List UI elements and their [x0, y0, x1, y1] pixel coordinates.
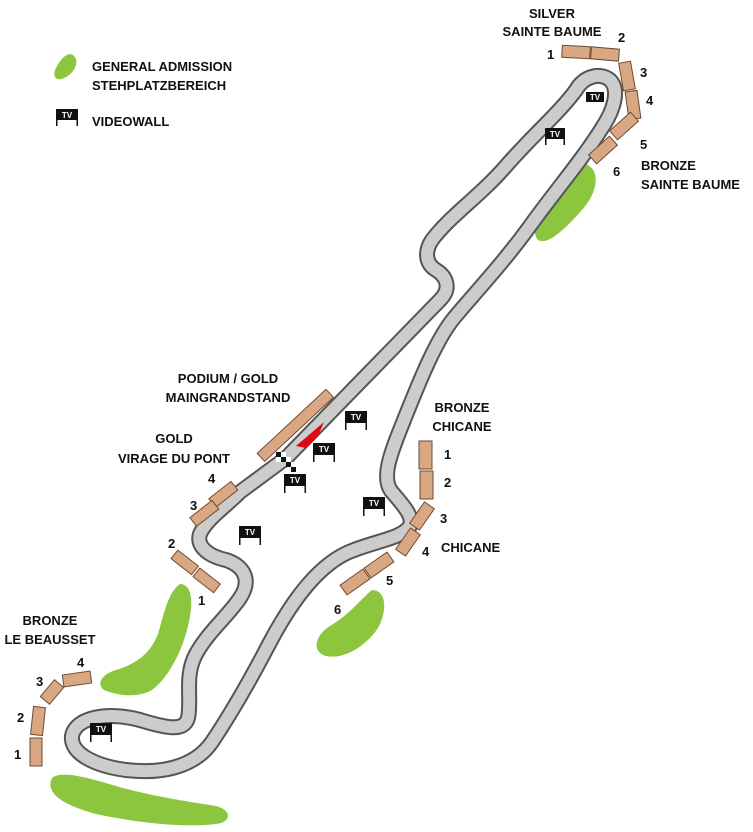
- num-bronze-sb-5: 5: [640, 137, 647, 152]
- legend-ga-label-1: GENERAL ADMISSION: [92, 59, 232, 74]
- direction-arrow-icon: [296, 422, 324, 448]
- grandstands: [29, 44, 642, 767]
- label-gold-virage-2: VIRAGE DU PONT: [118, 451, 230, 466]
- num-chicane-5: 5: [386, 573, 393, 588]
- grandstand-chicane-6[interactable]: [339, 568, 371, 596]
- ga-area-chicane[interactable]: [316, 590, 385, 657]
- num-chicane-6: 6: [334, 602, 341, 617]
- label-silver-1: SILVER: [529, 6, 576, 21]
- num-chicane-4: 4: [422, 544, 430, 559]
- num-beausset-1: 1: [14, 747, 21, 762]
- tv-icon[interactable]: TV: [363, 497, 385, 516]
- num-bronze-chicane-2: 2: [444, 475, 451, 490]
- label-beausset-2: LE BEAUSSET: [4, 632, 95, 647]
- grandstand-bronze-sb-5[interactable]: [608, 111, 640, 141]
- svg-text:TV: TV: [62, 111, 73, 120]
- ga-area-sainte-baume[interactable]: [534, 163, 596, 242]
- grandstand-chicane-4[interactable]: [394, 527, 422, 557]
- tv-icon[interactable]: TV: [586, 92, 604, 102]
- num-bronze-chicane-1: 1: [444, 447, 451, 462]
- area-labels: SILVER SAINTE BAUME BRONZE SAINTE BAUME …: [4, 6, 740, 647]
- ga-area-le-beausset[interactable]: [50, 774, 229, 826]
- grandstand-bronze-chicane-1[interactable]: [418, 440, 433, 470]
- grandstand-bronze-sb-6[interactable]: [587, 135, 619, 165]
- num-chicane-3: 3: [440, 511, 447, 526]
- grandstand-beausset-1[interactable]: [29, 737, 43, 767]
- svg-text:TV: TV: [319, 445, 330, 454]
- tv-icon[interactable]: TV: [90, 723, 112, 742]
- grandstand-beausset-3[interactable]: [39, 679, 65, 705]
- label-podium-gold-2: MAINGRANDSTAND: [166, 390, 291, 405]
- grandstand-chicane-3[interactable]: [408, 501, 436, 531]
- svg-text:TV: TV: [290, 476, 301, 485]
- tv-icon[interactable]: TV: [239, 526, 261, 545]
- ga-area-virage-du-pont[interactable]: [100, 584, 192, 696]
- num-gold-virage-4: 4: [208, 471, 216, 486]
- num-beausset-3: 3: [36, 674, 43, 689]
- tv-icon[interactable]: TV: [313, 443, 335, 462]
- num-gold-virage-3: 3: [190, 498, 197, 513]
- num-bronze-sb-3: 3: [640, 65, 647, 80]
- legend-general-admission-icon: [54, 54, 77, 80]
- num-gold-virage-2: 2: [168, 536, 175, 551]
- grandstand-podium-gold[interactable]: [256, 388, 335, 463]
- start-finish-line: [276, 452, 296, 472]
- tv-icon[interactable]: TV: [345, 411, 367, 430]
- label-bronze-chicane-1: BRONZE: [435, 400, 490, 415]
- grandstand-beausset-4[interactable]: [61, 670, 93, 688]
- videowalls: TV TV TV TV TV TV TV TV: [90, 92, 604, 742]
- num-bronze-sb-4: 4: [646, 93, 654, 108]
- num-beausset-4: 4: [77, 655, 85, 670]
- num-gold-virage-1: 1: [198, 593, 205, 608]
- grandstand-silver-1[interactable]: [561, 44, 591, 60]
- grandstand-gold-virage-2[interactable]: [170, 549, 200, 576]
- label-silver-2: SAINTE BAUME: [503, 24, 602, 39]
- race-track: [64, 67, 624, 780]
- legend-videowall-label: VIDEOWALL: [92, 114, 169, 129]
- legend: GENERAL ADMISSION STEHPLATZBEREICH TV VI…: [54, 54, 232, 129]
- num-beausset-2: 2: [17, 710, 24, 725]
- grandstand-silver-2[interactable]: [589, 46, 621, 62]
- svg-text:TV: TV: [351, 413, 362, 422]
- grandstand-gold-virage-3[interactable]: [189, 499, 220, 528]
- grandstand-beausset-2[interactable]: [30, 705, 46, 737]
- svg-text:TV: TV: [369, 499, 380, 508]
- legend-videowall-icon: TV: [56, 109, 78, 126]
- label-podium-gold-1: PODIUM / GOLD: [178, 371, 278, 386]
- num-silver-1: 1: [547, 47, 554, 62]
- svg-text:TV: TV: [245, 528, 256, 537]
- num-bronze-sb-6: 6: [613, 164, 620, 179]
- grandstand-bronze-chicane-2[interactable]: [419, 470, 434, 500]
- general-admission-areas: [50, 163, 596, 826]
- label-chicane: CHICANE: [441, 540, 501, 555]
- label-bronze-sb-2: SAINTE BAUME: [641, 177, 740, 192]
- label-bronze-sb-1: BRONZE: [641, 158, 696, 173]
- stand-numbers: 1 2 3 4 5 6 4 3 2 1 1 2 3 4 5 6 1 2 3 4: [14, 30, 654, 762]
- tv-icon[interactable]: TV: [284, 474, 306, 493]
- grandstand-chicane-5[interactable]: [363, 551, 395, 579]
- num-silver-2: 2: [618, 30, 625, 45]
- label-gold-virage-1: GOLD: [155, 431, 193, 446]
- label-beausset-1: BRONZE: [23, 613, 78, 628]
- grandstand-bronze-sb-3[interactable]: [618, 60, 636, 92]
- svg-text:TV: TV: [590, 93, 601, 102]
- svg-text:TV: TV: [550, 130, 561, 139]
- label-bronze-chicane-2: CHICANE: [432, 419, 492, 434]
- tv-icon[interactable]: TV: [545, 128, 565, 145]
- grandstand-gold-virage-1[interactable]: [192, 567, 222, 594]
- legend-ga-label-2: STEHPLATZBEREICH: [92, 78, 226, 93]
- svg-text:TV: TV: [96, 725, 107, 734]
